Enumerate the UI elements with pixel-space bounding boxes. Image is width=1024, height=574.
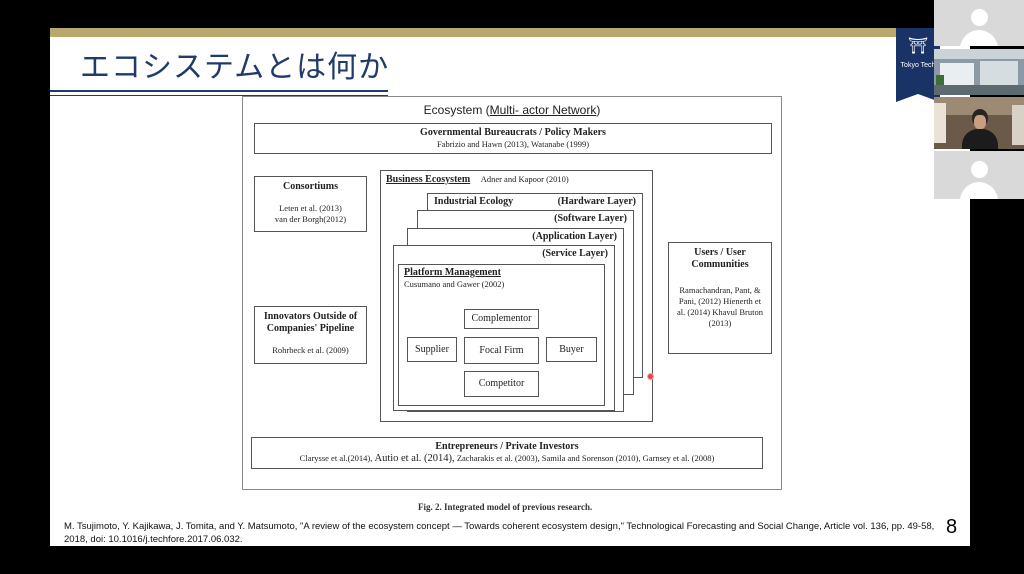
figure-caption: Fig. 2. Integrated model of previous res… xyxy=(418,502,593,512)
buyer-box: Buyer xyxy=(546,337,597,362)
title-underline xyxy=(50,90,388,92)
supplier-box: Supplier xyxy=(407,337,457,362)
participant-tile-3[interactable] xyxy=(934,97,1024,149)
slide-accent-bar xyxy=(50,28,970,37)
entrepreneurs-box: Entrepreneurs / Private Investors Clarys… xyxy=(251,437,763,469)
innovators-box: Innovators Outside of Companies' Pipelin… xyxy=(254,306,367,364)
slide-title: エコシステムとは何か xyxy=(80,50,390,85)
complementor-box: Complementor xyxy=(464,309,539,329)
consortiums-box: Consortiums Leten et al. (2013) van der … xyxy=(254,176,367,232)
page-number: 8 xyxy=(946,516,958,538)
figure-title: Ecosystem (Multi- actor Network) xyxy=(423,103,601,117)
title-underline-thin xyxy=(50,95,388,96)
ecosystem-figure: Ecosystem (Multi- actor Network) Governm… xyxy=(242,96,782,490)
users-box: Users / User Communities Ramachandran, P… xyxy=(668,242,772,354)
gov-box: Governmental Bureaucrats / Policy Makers… xyxy=(254,123,772,154)
logo-text: Tokyo Tech xyxy=(900,62,936,69)
participant-tile-2[interactable] xyxy=(934,49,1024,95)
participant-tile-4[interactable] xyxy=(934,151,1024,199)
business-ecosystem-title: Business Ecosystem Adner and Kapoor (201… xyxy=(386,174,569,185)
logo-mark-icon: ⛩ xyxy=(907,38,929,55)
laser-pointer xyxy=(647,373,654,380)
avatar-icon xyxy=(971,9,988,26)
avatar-icon xyxy=(971,161,988,178)
presentation-slide: エコシステムとは何か ⛩ Tokyo Tech Ecosystem (Multi… xyxy=(50,28,970,546)
focal-firm-box: Focal Firm xyxy=(464,337,539,364)
university-logo: ⛩ Tokyo Tech xyxy=(896,28,940,102)
participant-tile-1[interactable] xyxy=(934,0,1024,46)
competitor-box: Competitor xyxy=(464,371,539,397)
reference-citation: M. Tsujimoto, Y. Kajikawa, J. Tomita, an… xyxy=(64,521,935,545)
